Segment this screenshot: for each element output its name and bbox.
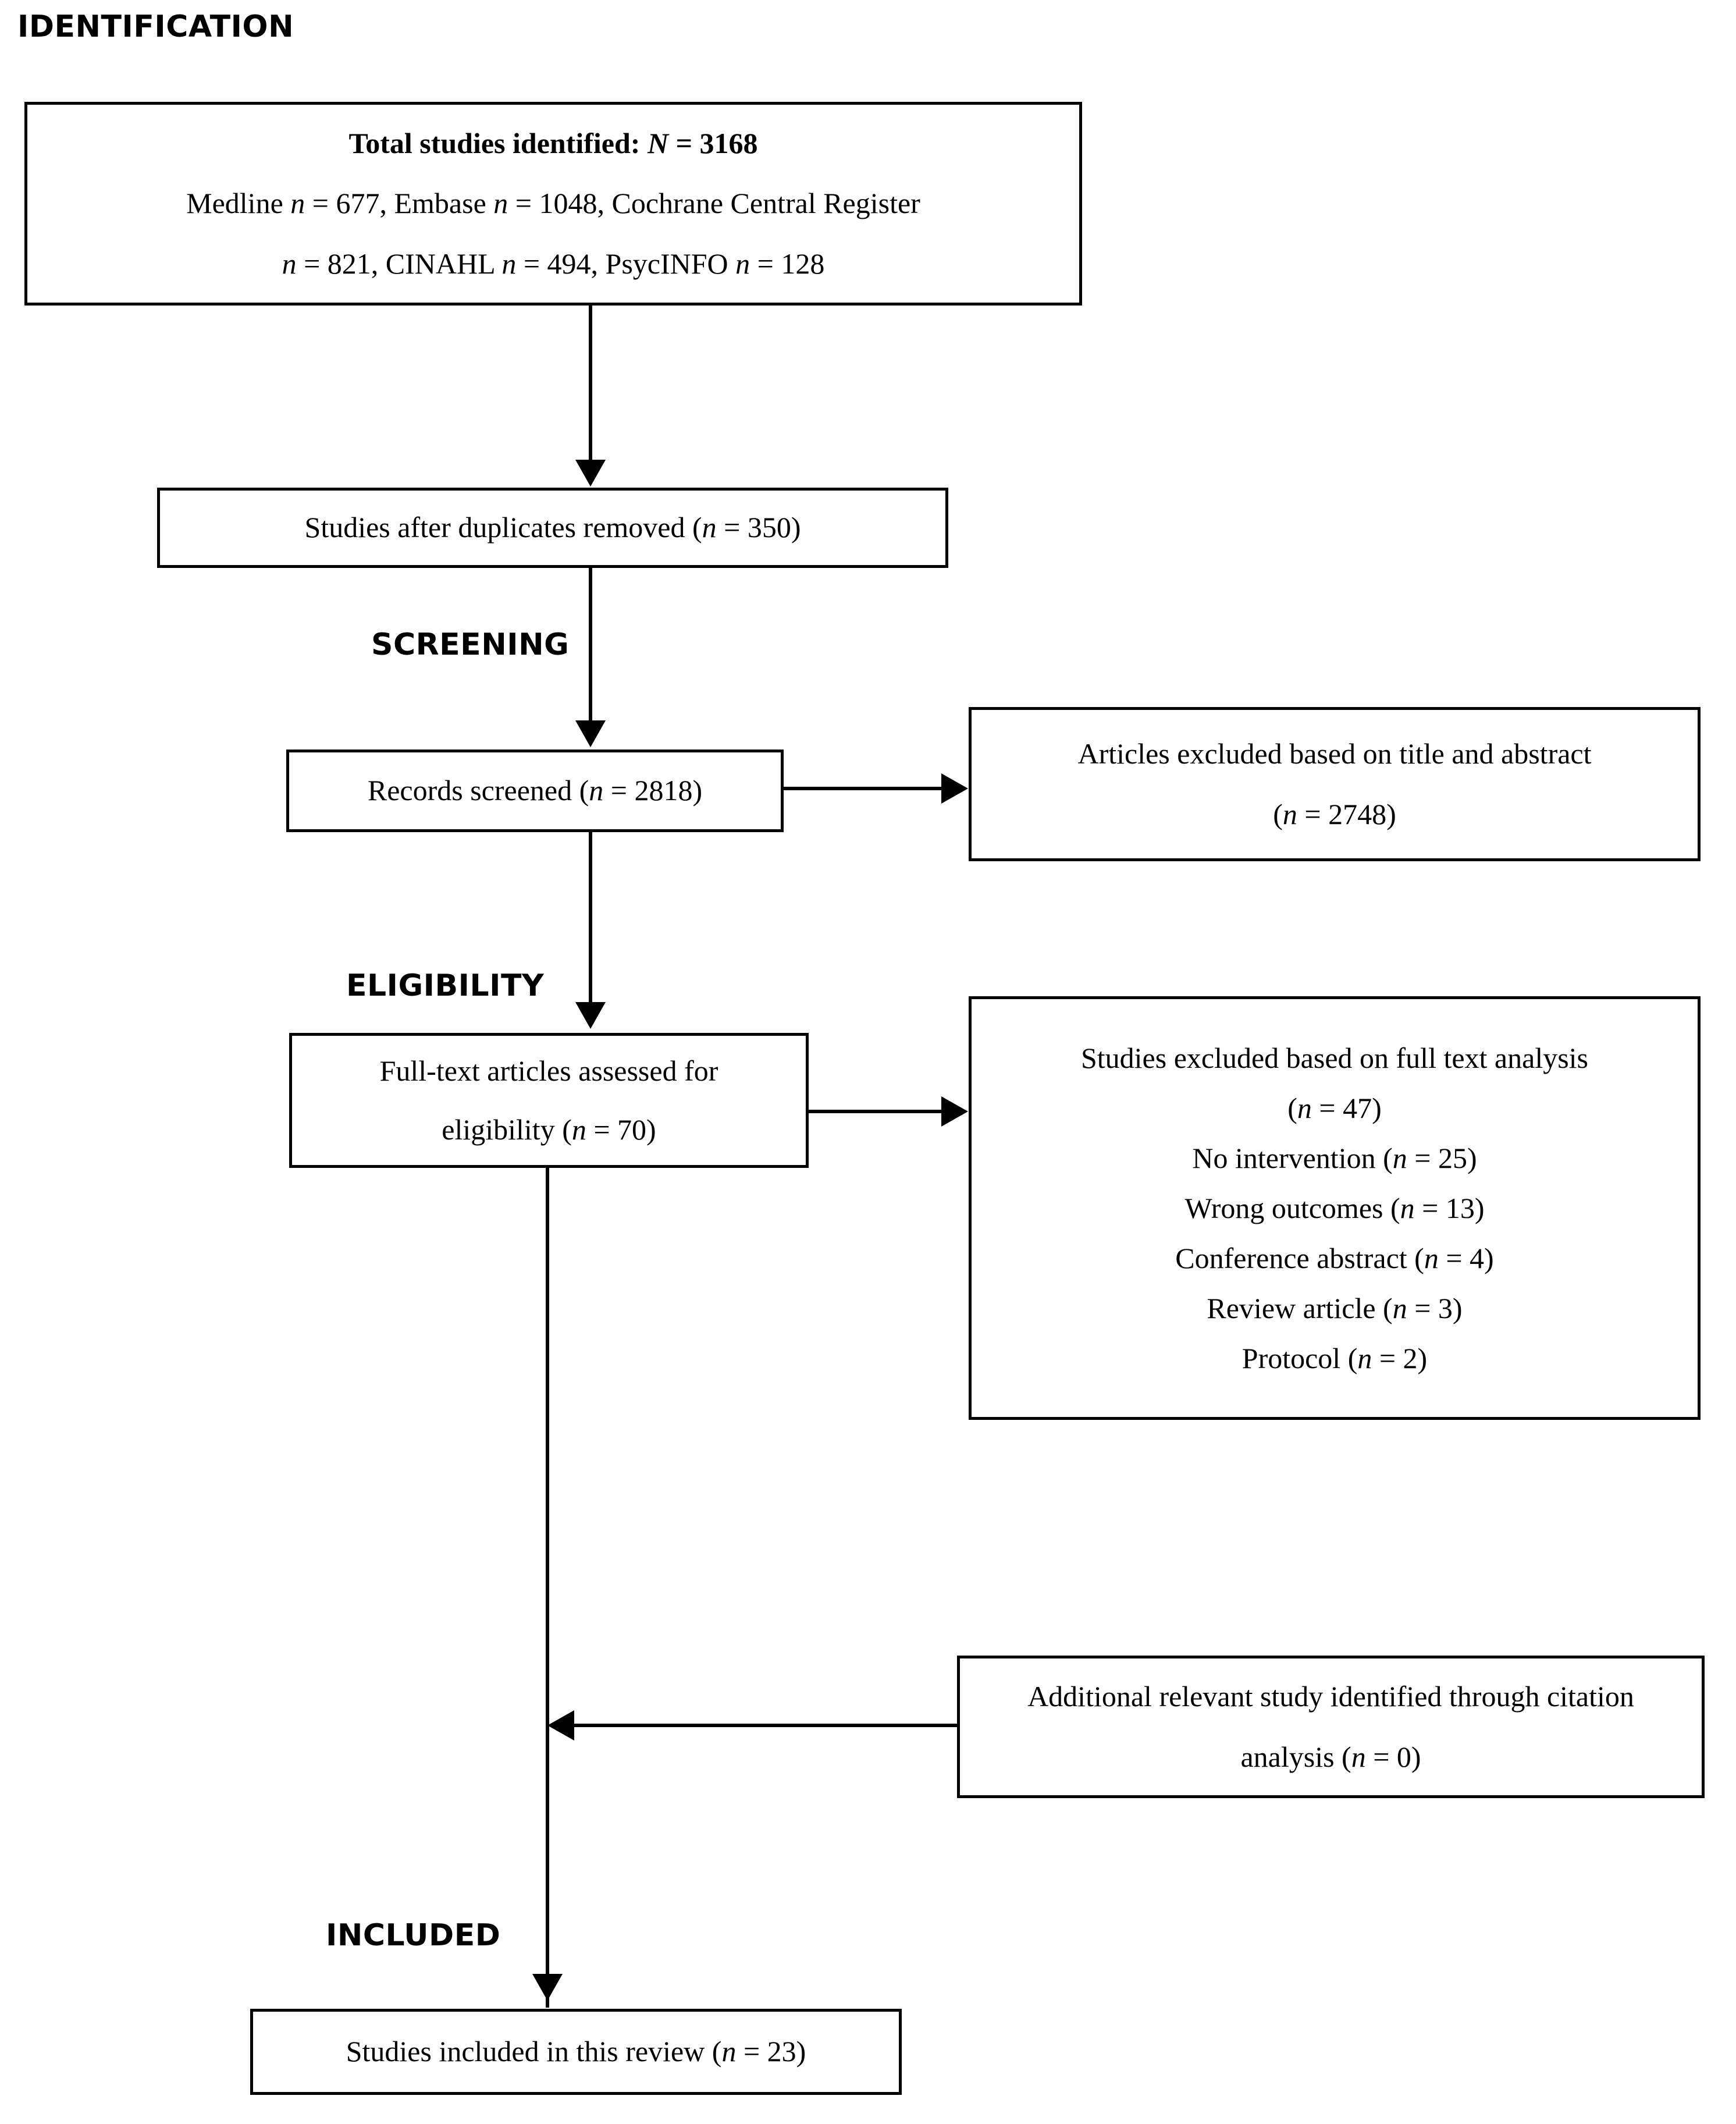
box-excluded-fulltext-reason-wrong-outcomes: Wrong outcomes (n = 13): [1184, 1192, 1485, 1224]
box-citation-analysis-line-1: Additional relevant study identified thr…: [1027, 1680, 1634, 1713]
box-fulltext-assessed-line-2: eligibility (n = 70): [442, 1113, 656, 1146]
arrowhead-records-screened-to-fulltext: [575, 1002, 606, 1029]
box-excluded-fulltext-reason-review-article: Review article (n = 3): [1207, 1292, 1463, 1324]
box-duplicates-removed-text: Studies after duplicates removed (n = 35…: [304, 511, 801, 544]
box-excluded-fulltext-count: (n = 47): [1287, 1092, 1382, 1124]
box-excluded-title-abstract-text: Articles excluded based on title and abs…: [1077, 737, 1592, 770]
connector-citation-to-spine: [573, 1724, 957, 1727]
arrowhead-identified-to-duplicates: [575, 460, 606, 486]
box-excluded-title-abstract-count: (n = 2748): [1273, 797, 1396, 830]
box-citation-analysis: Additional relevant study identified thr…: [957, 1656, 1705, 1798]
connector-records-screened-to-excluded: [784, 787, 945, 790]
box-records-screened: Records screened (n = 2818): [286, 750, 784, 832]
box-citation-analysis-line-2: analysis (n = 0): [1240, 1740, 1421, 1773]
box-total-studies-identified-sources-line-2: n = 821, CINAHL n = 494, PsycINFO n = 12…: [282, 247, 825, 280]
box-fulltext-assessed-line-1: Full-text articles assessed for: [379, 1054, 718, 1087]
box-excluded-fulltext-reason-protocol: Protocol (n = 2): [1241, 1342, 1428, 1374]
connector-fulltext-to-excluded: [807, 1110, 945, 1113]
box-total-studies-identified-sources-line-1: Medline n = 677, Embase n = 1048, Cochra…: [186, 187, 920, 220]
arrowhead-fulltext-to-included: [532, 1974, 563, 2001]
box-studies-included: Studies included in this review (n = 23): [250, 2009, 902, 2095]
stage-label-eligibility: ELIGIBILITY: [346, 968, 545, 1003]
stage-label-identification: IDENTIFICATION: [17, 9, 294, 44]
connector-identified-to-duplicates: [589, 306, 592, 463]
box-excluded-fulltext-reason-conference-abstract: Conference abstract (n = 4): [1175, 1242, 1494, 1274]
box-duplicates-removed: Studies after duplicates removed (n = 35…: [157, 488, 948, 568]
box-excluded-fulltext: Studies excluded based on full text anal…: [969, 996, 1701, 1420]
stage-label-screening: SCREENING: [371, 627, 570, 662]
box-excluded-fulltext-title: Studies excluded based on full text anal…: [1080, 1042, 1589, 1074]
arrowhead-records-screened-to-excluded: [941, 773, 968, 804]
box-records-screened-text: Records screened (n = 2818): [367, 774, 703, 807]
box-excluded-title-abstract: Articles excluded based on title and abs…: [969, 707, 1701, 861]
arrowhead-citation-to-spine: [547, 1710, 574, 1741]
box-total-studies-identified-title: Total studies identified: N = 3168: [348, 126, 758, 159]
box-studies-included-text: Studies included in this review (n = 23): [346, 2035, 806, 2068]
stage-label-included: INCLUDED: [326, 1918, 501, 1953]
arrowhead-duplicates-to-records-screened: [575, 720, 606, 747]
box-fulltext-assessed: Full-text articles assessed for eligibil…: [289, 1033, 809, 1168]
connector-records-screened-to-fulltext: [589, 832, 592, 1004]
connector-duplicates-to-records-screened: [589, 568, 592, 722]
box-total-studies-identified: Total studies identified: N = 3168 Medli…: [24, 102, 1082, 306]
arrowhead-fulltext-to-excluded: [941, 1096, 968, 1127]
box-excluded-fulltext-reason-no-intervention: No intervention (n = 25): [1192, 1142, 1477, 1174]
connector-fulltext-to-included: [546, 1168, 549, 2008]
